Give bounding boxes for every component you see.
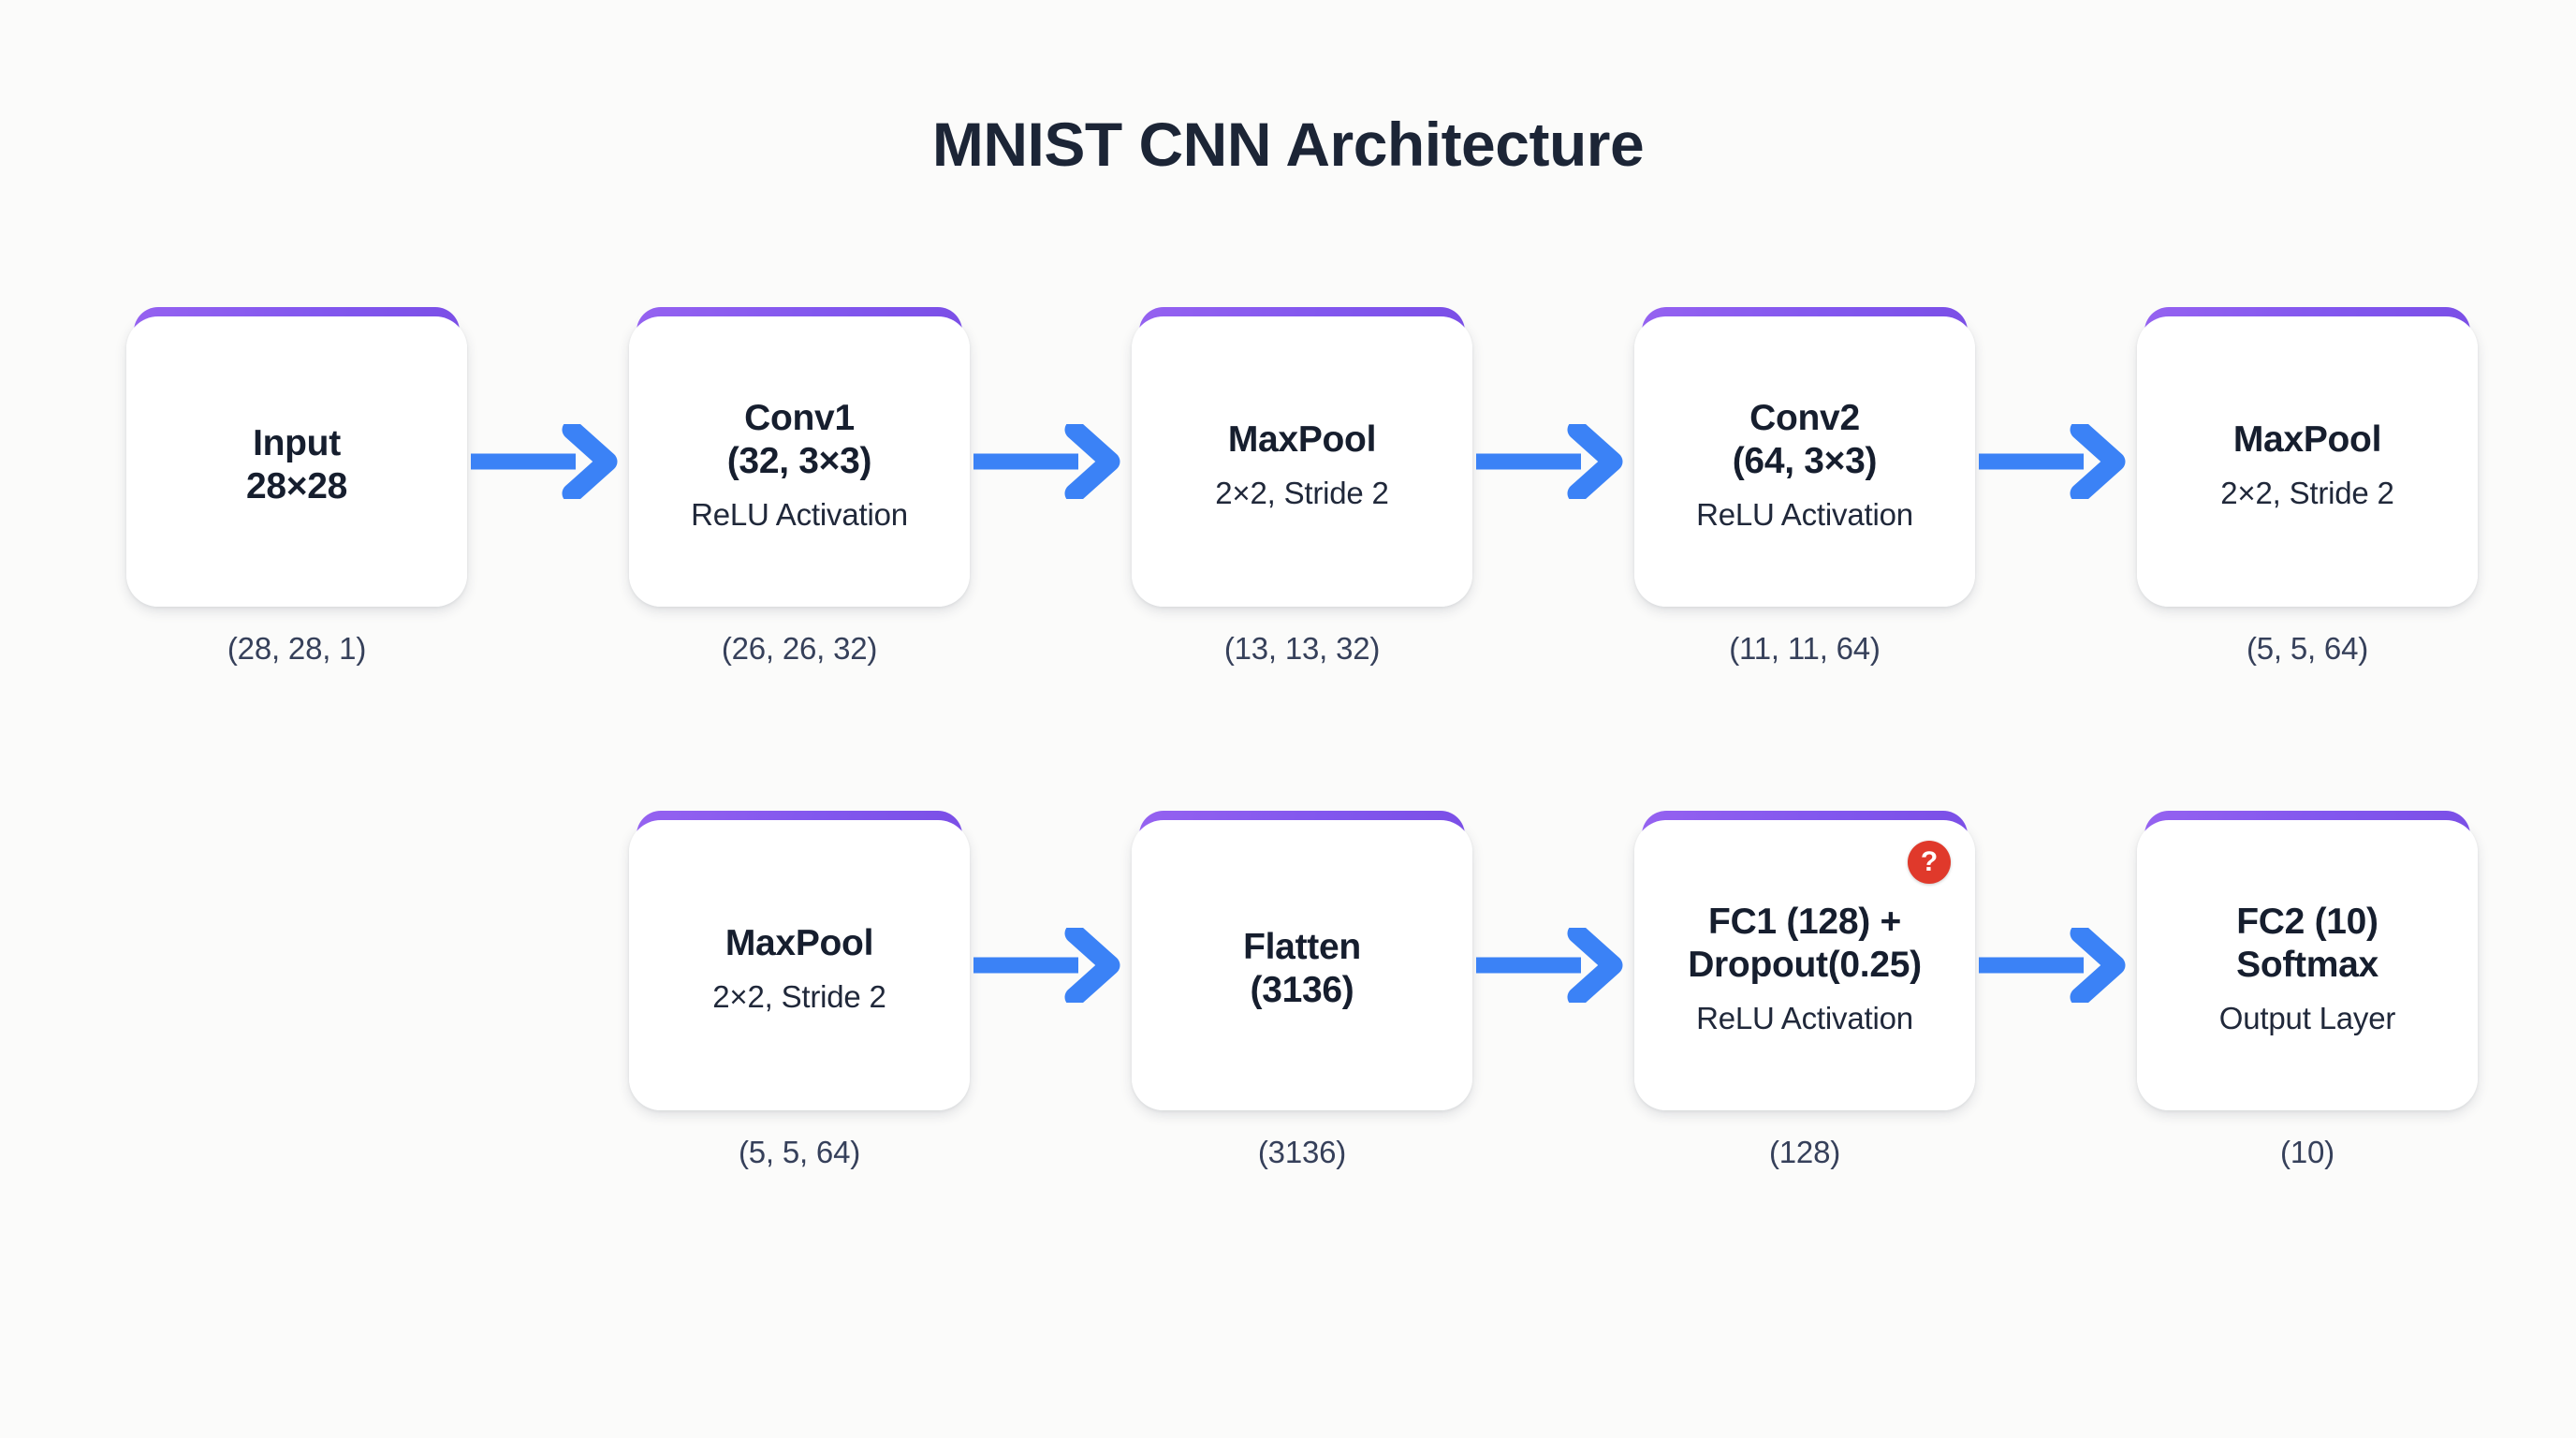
layer-title: MaxPool — [1227, 419, 1377, 461]
layer-shape-label: (5, 5, 64) — [738, 1135, 861, 1169]
pipeline-row-2: MaxPool 2×2, Stride 2 (5, 5, 64) Flatten (3… — [629, 811, 2478, 1170]
layer-card[interactable]: Conv1 (32, 3×3) ReLU Activation — [629, 307, 970, 607]
layer-card[interactable]: MaxPool 2×2, Stride 2 — [629, 811, 970, 1110]
layer-shape-label: (11, 11, 64) — [1729, 631, 1881, 666]
layer-card-content: Flatten (3136) — [1147, 926, 1457, 1012]
layer-card[interactable]: Conv2 (64, 3×3) ReLU Activation — [1634, 307, 1975, 607]
arrow-right-icon — [970, 316, 1132, 607]
layer-subtitle: Output Layer — [2218, 1001, 2396, 1036]
layer-subtitle: ReLU Activation — [1696, 1001, 1913, 1036]
layer-shape-label: (28, 28, 1) — [227, 631, 367, 666]
layer-node: MaxPool 2×2, Stride 2 (13, 13, 32) — [1132, 307, 1472, 667]
arrow-right-icon — [1975, 820, 2137, 1110]
layer-card[interactable]: MaxPool 2×2, Stride 2 — [2137, 307, 2478, 607]
layer-card-content: FC1 (128) + Dropout(0.25) ReLU Activation — [1649, 901, 1960, 1037]
layer-card[interactable]: Input 28×28 — [126, 307, 467, 607]
layer-card[interactable]: Flatten (3136) — [1132, 811, 1472, 1110]
layer-title: MaxPool — [2232, 419, 2382, 461]
layer-subtitle: 2×2, Stride 2 — [712, 979, 886, 1015]
layer-card-content: MaxPool 2×2, Stride 2 — [1147, 418, 1457, 512]
layer-subtitle: 2×2, Stride 2 — [1215, 476, 1389, 511]
page-title: MNIST CNN Architecture — [931, 110, 1645, 179]
layer-card-content: Conv2 (64, 3×3) ReLU Activation — [1649, 397, 1960, 534]
layer-shape-label: (26, 26, 32) — [721, 631, 878, 666]
help-badge-icon[interactable]: ? — [1908, 841, 1951, 884]
layer-card[interactable]: MaxPool 2×2, Stride 2 — [1132, 307, 1472, 607]
layer-title: Conv2 (64, 3×3) — [1732, 398, 1878, 482]
layer-title: FC2 (10) Softmax — [2236, 902, 2378, 986]
layer-shape-label: (128) — [1768, 1135, 1841, 1169]
layer-card[interactable]: ? FC1 (128) + Dropout(0.25) ReLU Activatio… — [1634, 811, 1975, 1110]
layer-node: ? FC1 (128) + Dropout(0.25) ReLU Activatio… — [1634, 811, 1975, 1170]
layer-shape-label: (10) — [2280, 1135, 2334, 1169]
pipeline-row-1: Input 28×28 (28, 28, 1) Conv1 (32, 3×3) ReL… — [126, 307, 2478, 667]
arrow-right-icon — [1472, 820, 1634, 1110]
layer-title: MaxPool — [724, 923, 874, 964]
layer-title: Input 28×28 — [245, 422, 348, 506]
layer-shape-label: (5, 5, 64) — [2246, 631, 2369, 666]
layer-subtitle: ReLU Activation — [1696, 497, 1913, 533]
layer-subtitle: 2×2, Stride 2 — [2220, 476, 2394, 511]
layer-node: Input 28×28 (28, 28, 1) — [126, 307, 467, 667]
layer-card-content: MaxPool 2×2, Stride 2 — [644, 922, 955, 1016]
layer-node: Flatten (3136) (3136) — [1132, 811, 1472, 1170]
arrow-right-icon — [970, 820, 1132, 1110]
layer-node: MaxPool 2×2, Stride 2 (5, 5, 64) — [2137, 307, 2478, 667]
layer-subtitle: ReLU Activation — [691, 497, 908, 533]
layer-title: FC1 (128) + Dropout(0.25) — [1688, 902, 1922, 986]
arrow-right-icon — [1472, 316, 1634, 607]
layer-shape-label: (3136) — [1257, 1135, 1347, 1169]
layer-title: Flatten (3136) — [1243, 926, 1361, 1010]
layer-title: Conv1 (32, 3×3) — [726, 398, 872, 482]
layer-card-content: Conv1 (32, 3×3) ReLU Activation — [644, 397, 955, 534]
arrow-right-icon — [1975, 316, 2137, 607]
arrow-right-icon — [467, 316, 629, 607]
layer-card-content: MaxPool 2×2, Stride 2 — [2152, 418, 2463, 512]
layer-shape-label: (13, 13, 32) — [1223, 631, 1381, 666]
layer-node: Conv2 (64, 3×3) ReLU Activation (11, 11, 6… — [1634, 307, 1975, 667]
layer-node: Conv1 (32, 3×3) ReLU Activation (26, 26, 3… — [629, 307, 970, 667]
layer-card-content: Input 28×28 — [141, 422, 452, 508]
layer-node: MaxPool 2×2, Stride 2 (5, 5, 64) — [629, 811, 970, 1170]
